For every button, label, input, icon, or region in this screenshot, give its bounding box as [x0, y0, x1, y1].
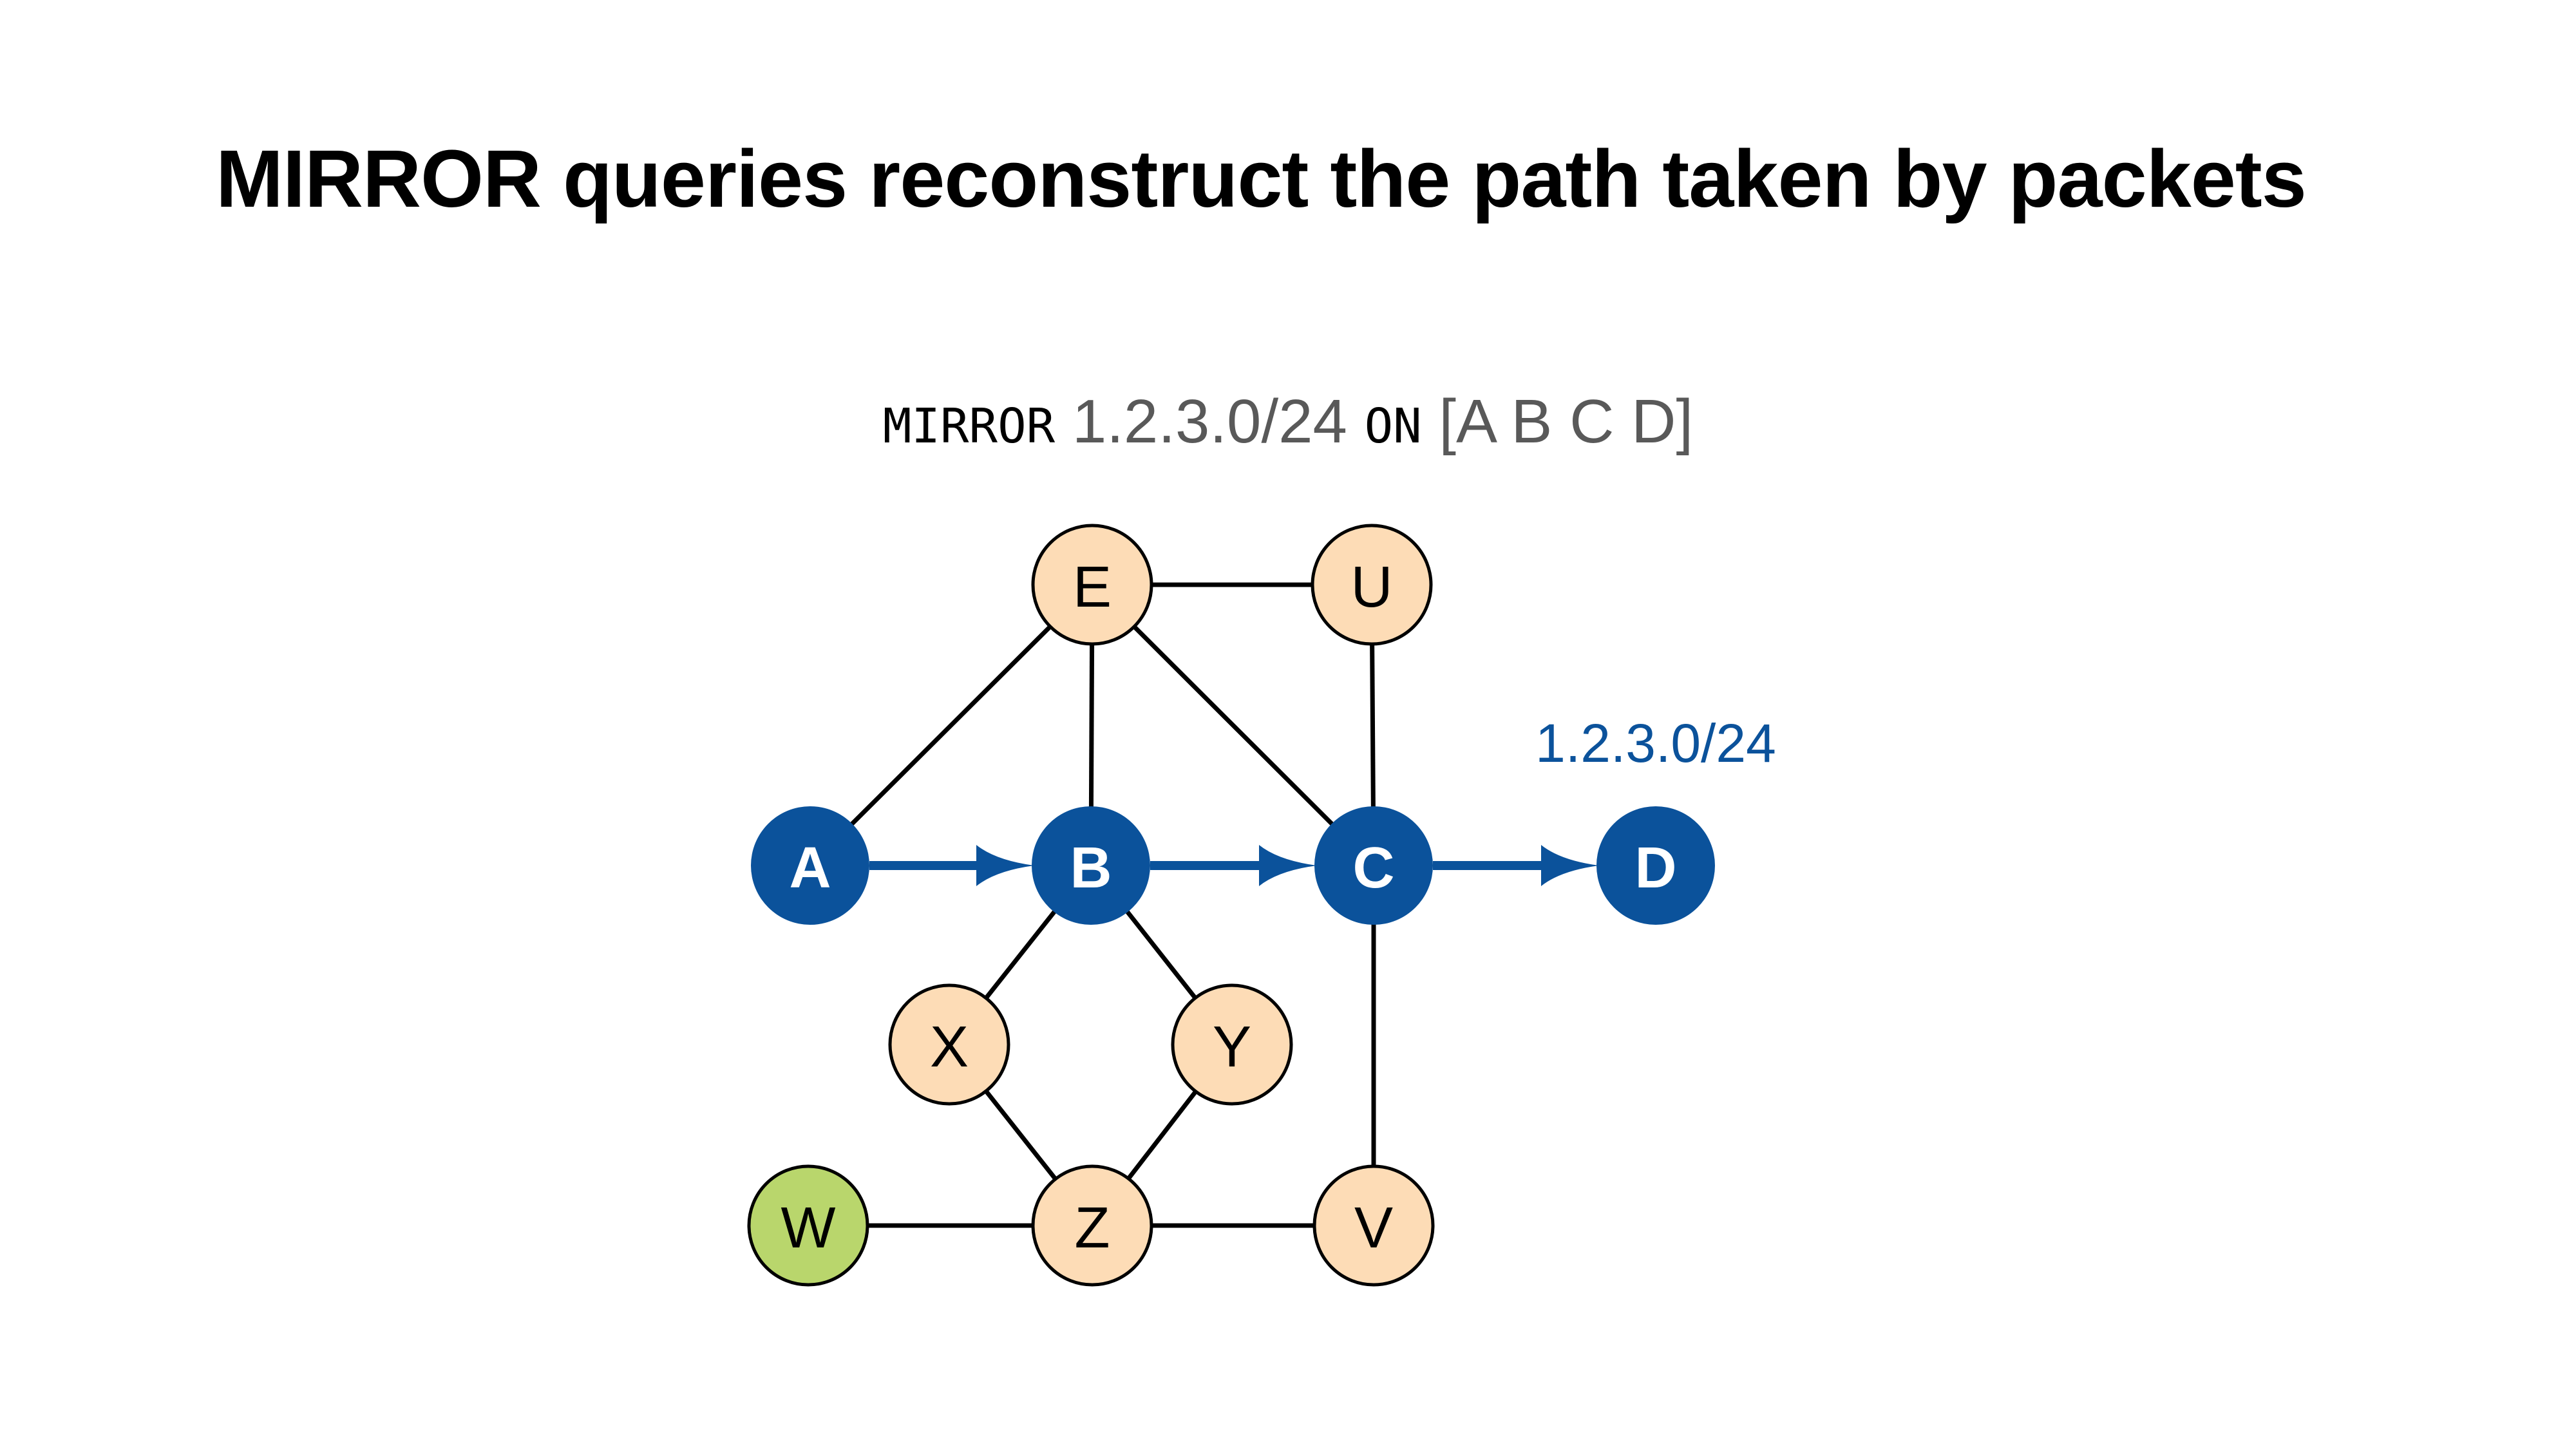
- path-edge-a-b: [869, 845, 1034, 886]
- node-label: C: [1353, 836, 1395, 900]
- node-circle: [1032, 806, 1150, 925]
- node-c: C: [1314, 806, 1433, 925]
- edge-e-c: [1090, 583, 1376, 867]
- node-x: X: [888, 983, 1010, 1106]
- node-label: B: [1070, 836, 1112, 900]
- path-edge-c-d: [1433, 845, 1599, 886]
- node-label: X: [930, 1015, 969, 1079]
- node-label: A: [790, 836, 831, 900]
- node-circle: [1171, 983, 1293, 1106]
- node-label: V: [1354, 1196, 1393, 1260]
- node-e: E: [1031, 524, 1153, 646]
- mirror-query: MIRROR 1.2.3.0/24 ON [A B C D]: [0, 386, 2576, 457]
- query-keyword-mirror: MIRROR: [882, 399, 1056, 454]
- node-label: E: [1073, 555, 1112, 620]
- arrowhead: [1259, 845, 1317, 886]
- node-circle: [888, 983, 1010, 1106]
- node-label: Z: [1075, 1196, 1110, 1260]
- node-w: W: [747, 1164, 869, 1287]
- nodes: A B C D E U X Y W Z V: [747, 524, 1715, 1287]
- node-circle: [751, 806, 869, 925]
- slide-title: MIRROR queries reconstruct the path take…: [216, 133, 2307, 224]
- query-path: [A B C D]: [1439, 387, 1694, 456]
- node-circle: [1312, 1164, 1435, 1287]
- query-keyword-on: ON: [1364, 399, 1422, 454]
- node-circle: [1031, 524, 1153, 646]
- node-label: U: [1351, 555, 1393, 620]
- node-u: U: [1311, 524, 1433, 646]
- node-b: B: [1032, 806, 1150, 925]
- query-prefix: 1.2.3.0/24: [1072, 387, 1347, 456]
- arrowhead: [976, 845, 1034, 886]
- node-circle: [1031, 1164, 1153, 1287]
- node-circle: [1311, 524, 1433, 646]
- arrowhead: [1541, 845, 1599, 886]
- node-label: D: [1635, 836, 1677, 900]
- node-label: Y: [1213, 1015, 1251, 1079]
- node-v: V: [1312, 1164, 1435, 1287]
- node-z: Z: [1031, 1164, 1153, 1287]
- node-circle: [747, 1164, 869, 1287]
- node-a: A: [751, 806, 869, 925]
- node-circle: [1596, 806, 1715, 925]
- path-edges: [869, 845, 1599, 886]
- destination-prefix-label: 1.2.3.0/24: [1535, 713, 1776, 773]
- node-y: Y: [1171, 983, 1293, 1106]
- node-circle: [1314, 806, 1433, 925]
- node-label: W: [781, 1196, 836, 1260]
- edge-a-e: [808, 583, 1094, 867]
- path-edge-b-c: [1150, 845, 1317, 886]
- node-d: D: [1596, 806, 1715, 925]
